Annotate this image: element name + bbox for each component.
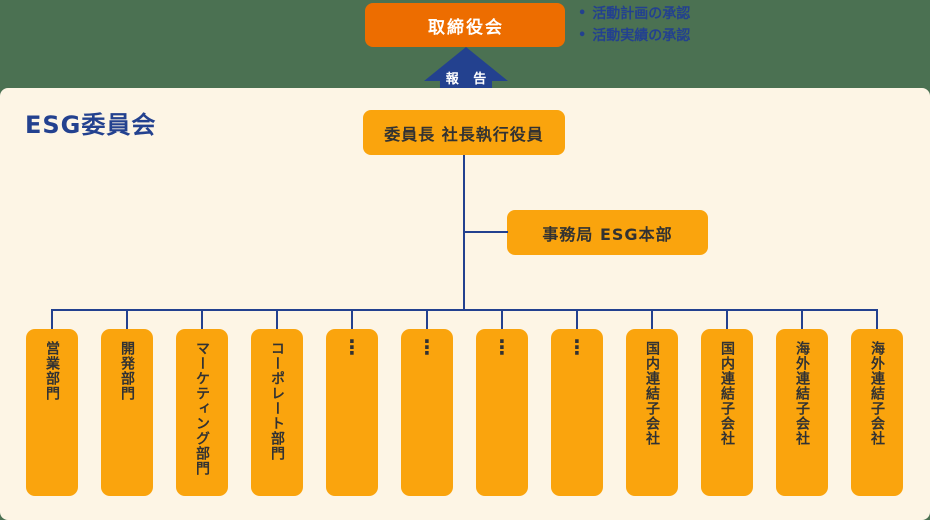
org-unit-label: 海外連結子会社 xyxy=(869,341,885,446)
org-unit-box-ellipsis: ⋮ xyxy=(551,310,603,496)
org-unit-box-ellipsis: ⋮ xyxy=(476,310,528,496)
chair-box: 委員長 社長執行役員 xyxy=(363,110,565,155)
secretariat-label: 事務局 ESG本部 xyxy=(542,224,673,244)
org-unit-label: マーケティング部門 xyxy=(194,341,210,476)
board-of-directors-box: 取締役会 xyxy=(365,3,565,47)
connector-trunk xyxy=(51,309,878,311)
org-unit-box: 海外連結子会社 xyxy=(776,310,828,496)
org-unit-box: 開発部門 xyxy=(101,310,153,496)
org-unit-box-ellipsis: ⋮ xyxy=(326,310,378,496)
org-unit-box: 国内連結子会社 xyxy=(626,310,678,496)
approval-note-item: • 活動計画の承認 xyxy=(578,2,690,24)
connector-horizontal-secretariat xyxy=(464,231,508,233)
org-unit-box: マーケティング部門 xyxy=(176,310,228,496)
board-approval-notes: • 活動計画の承認 • 活動実績の承認 xyxy=(578,2,690,46)
board-of-directors-label: 取締役会 xyxy=(428,17,504,38)
org-unit-box: 営業部門 xyxy=(26,310,78,496)
org-unit-box-ellipsis: ⋮ xyxy=(401,310,453,496)
org-unit-label: 営業部門 xyxy=(44,341,60,401)
secretariat-box: 事務局 ESG本部 xyxy=(507,210,708,255)
approval-note-text: 活動実績の承認 xyxy=(592,28,691,44)
org-unit-box: 国内連結子会社 xyxy=(701,310,753,496)
ellipsis-label: ⋮ xyxy=(342,335,362,359)
org-units-row: 営業部門 開発部門 マーケティング部門 コーポレート部門 ⋮ ⋮ ⋮ ⋮ 国内連結子会社 国内連結… xyxy=(0,88,930,520)
org-unit-label: 開発部門 xyxy=(119,341,135,401)
report-arrow-label: 報 告 xyxy=(445,72,492,87)
org-unit-label: 海外連結子会社 xyxy=(794,341,810,446)
org-unit-box: 海外連結子会社 xyxy=(851,310,903,496)
bullet-icon: • xyxy=(578,5,587,21)
ellipsis-label: ⋮ xyxy=(492,335,512,359)
approval-note-item: • 活動実績の承認 xyxy=(578,24,690,46)
org-unit-label: 国内連結子会社 xyxy=(644,341,660,446)
esg-committee-panel: ESG委員会 委員長 社長執行役員 事務局 ESG本部 営業部門 開発部門 マーケテ… xyxy=(0,88,930,520)
chair-label: 委員長 社長執行役員 xyxy=(384,124,544,144)
org-unit-label: コーポレート部門 xyxy=(269,341,285,461)
committee-title: ESG委員会 xyxy=(25,111,157,139)
approval-note-text: 活動計画の承認 xyxy=(592,6,691,22)
org-unit-label: 国内連結子会社 xyxy=(719,341,735,446)
org-unit-box: コーポレート部門 xyxy=(251,310,303,496)
ellipsis-label: ⋮ xyxy=(567,335,587,359)
bullet-icon: • xyxy=(578,27,587,43)
ellipsis-label: ⋮ xyxy=(417,335,437,359)
